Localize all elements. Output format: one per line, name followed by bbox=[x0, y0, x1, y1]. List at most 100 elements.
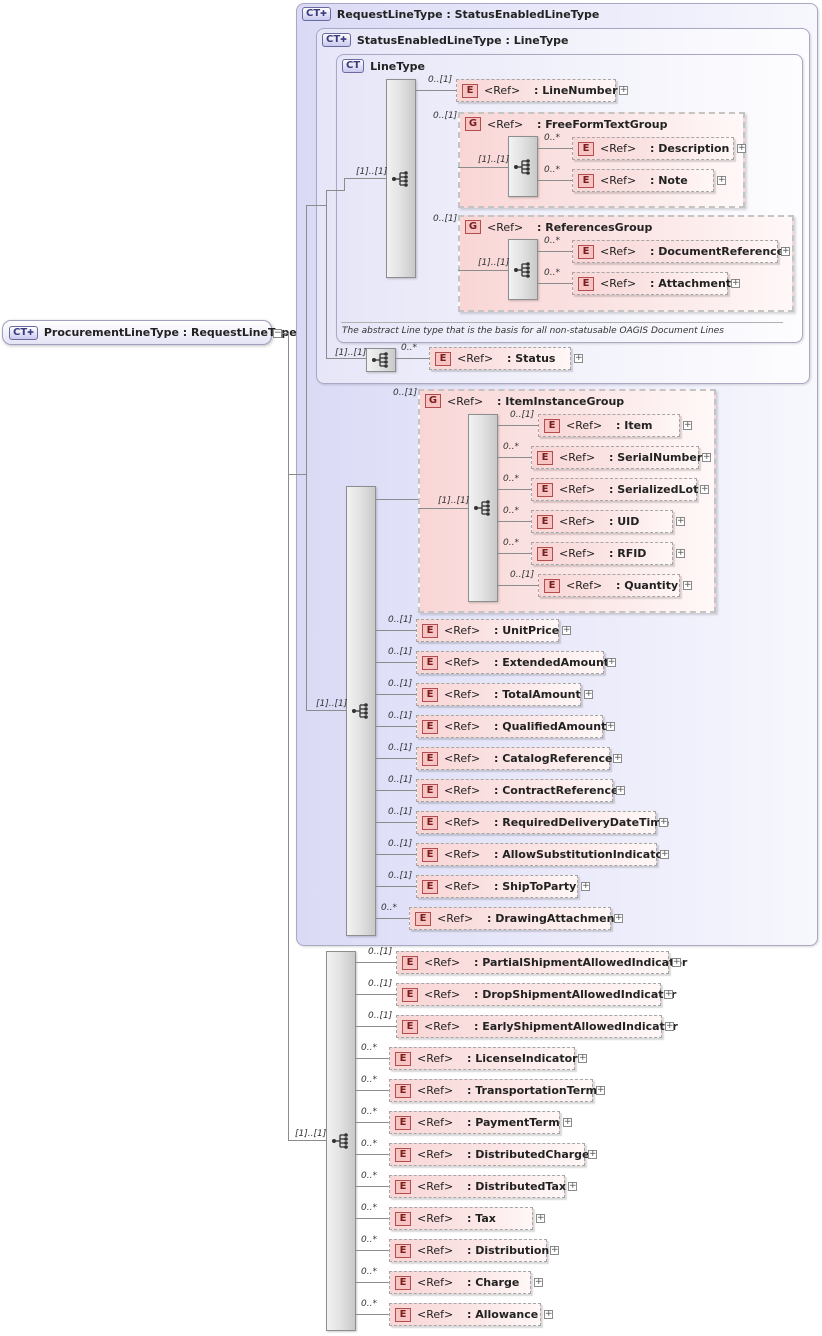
element-ref[interactable]: E<Ref>: Note bbox=[572, 169, 714, 192]
expand-icon[interactable]: + bbox=[619, 85, 628, 95]
element-ref[interactable]: E<Ref>: Status bbox=[429, 347, 571, 370]
panel-title: StatusEnabledLineType : LineType bbox=[356, 33, 569, 47]
expand-icon[interactable]: + bbox=[676, 548, 685, 558]
expand-icon[interactable]: + bbox=[737, 143, 746, 153]
expand-icon[interactable]: + bbox=[568, 1181, 577, 1191]
expand-icon[interactable]: + bbox=[544, 1309, 553, 1319]
expand-icon[interactable]: + bbox=[584, 689, 593, 699]
connector bbox=[538, 180, 572, 181]
complex-type-icon: CT✚ bbox=[302, 7, 331, 21]
element-name: : Quantity bbox=[616, 579, 679, 592]
element-icon: E bbox=[578, 276, 594, 291]
element-ref[interactable]: E<Ref>: UnitPrice bbox=[416, 619, 559, 642]
group-sequence[interactable] bbox=[508, 239, 538, 300]
cardinality: 0..* bbox=[401, 343, 417, 353]
panel-title: RequestLineType : StatusEnabledLineType bbox=[336, 7, 600, 21]
element-name: : RequiredDeliveryDateTime bbox=[494, 816, 670, 829]
ref-label: <Ref> bbox=[444, 656, 481, 669]
element-ref[interactable]: E<Ref>: UID bbox=[531, 510, 673, 533]
expand-icon[interactable]: + bbox=[574, 353, 583, 363]
element-ref[interactable]: E<Ref>: LicenseIndicator bbox=[389, 1047, 578, 1070]
expand-icon[interactable]: + bbox=[660, 849, 669, 859]
expand-icon[interactable]: + bbox=[596, 1085, 605, 1095]
expand-icon[interactable]: + bbox=[536, 1213, 545, 1223]
group-sequence[interactable] bbox=[468, 414, 498, 602]
element-icon: E bbox=[402, 987, 418, 1002]
expand-icon[interactable]: + bbox=[717, 175, 726, 185]
element-ref[interactable]: E<Ref>: ContractReference bbox=[416, 779, 618, 802]
element-ref[interactable]: E<Ref>: DistributedTax bbox=[389, 1175, 566, 1198]
element-ref[interactable]: E<Ref>: LineNumber bbox=[456, 79, 618, 102]
sequence-icon bbox=[372, 352, 388, 368]
request-line-sequence[interactable] bbox=[346, 486, 376, 936]
element-ref[interactable]: E<Ref>: Charge bbox=[389, 1271, 531, 1294]
element-ref[interactable]: E<Ref>: RequiredDeliveryDateTime bbox=[416, 811, 669, 834]
element-ref[interactable]: E<Ref>: DocumentReference bbox=[572, 240, 784, 263]
status-sequence[interactable] bbox=[366, 348, 396, 372]
element-ref[interactable]: E<Ref>: AllowSubstitutionIndicator bbox=[416, 843, 668, 866]
ref-label: <Ref> bbox=[447, 394, 484, 408]
expand-icon[interactable]: + bbox=[534, 1277, 543, 1287]
sequence-icon bbox=[474, 500, 490, 516]
element-ref[interactable]: E<Ref>: Distribution bbox=[389, 1239, 549, 1262]
line-sequence[interactable] bbox=[386, 79, 416, 278]
group-free-form-text[interactable] bbox=[458, 112, 745, 208]
element-ref[interactable]: E<Ref>: ShipToParty bbox=[416, 875, 578, 898]
element-ref[interactable]: E<Ref>: RFID bbox=[531, 542, 673, 565]
expand-icon[interactable]: + bbox=[676, 516, 685, 526]
expand-icon[interactable]: + bbox=[659, 817, 668, 827]
expand-icon[interactable]: + bbox=[550, 1245, 559, 1255]
expand-icon[interactable]: + bbox=[578, 1053, 587, 1063]
root-complex-type[interactable]: CT✚ ProcurementLineType : RequestLineTyp… bbox=[2, 320, 297, 345]
expand-icon[interactable]: + bbox=[664, 989, 673, 999]
expand-icon[interactable]: + bbox=[665, 1021, 674, 1031]
element-ref[interactable]: E<Ref>: TotalAmount bbox=[416, 683, 581, 706]
expand-icon[interactable]: + bbox=[731, 278, 740, 288]
expand-icon[interactable]: + bbox=[563, 1117, 572, 1127]
element-ref[interactable]: E<Ref>: PaymentTerm bbox=[389, 1111, 560, 1134]
element-ref[interactable]: E<Ref>: Item bbox=[538, 414, 680, 437]
group-sequence[interactable] bbox=[508, 136, 538, 197]
expand-icon[interactable]: + bbox=[672, 957, 681, 967]
sequence-icon bbox=[352, 703, 368, 719]
element-ref[interactable]: E<Ref>: SerializedLot bbox=[531, 478, 698, 501]
expand-icon[interactable]: + bbox=[588, 1149, 597, 1159]
element-ref[interactable]: E<Ref>: TransportationTerm bbox=[389, 1079, 597, 1102]
element-ref[interactable]: E<Ref>: CatalogReference bbox=[416, 747, 612, 770]
element-ref[interactable]: E<Ref>: Description bbox=[572, 137, 734, 160]
expand-icon[interactable]: + bbox=[683, 580, 692, 590]
element-ref[interactable]: E<Ref>: DistributedCharge bbox=[389, 1143, 590, 1166]
element-ref[interactable]: E<Ref>: Tax bbox=[389, 1207, 533, 1230]
element-ref[interactable]: E<Ref>: DropShipmentAllowedIndicator bbox=[396, 983, 677, 1006]
cardinality: 0..[1] bbox=[388, 679, 413, 689]
element-ref[interactable]: E<Ref>: EarlyShipmentAllowedIndicator bbox=[396, 1015, 678, 1038]
procurement-line-sequence[interactable] bbox=[326, 951, 356, 1331]
connector bbox=[498, 553, 531, 554]
expand-icon[interactable]: + bbox=[607, 657, 616, 667]
expand-icon[interactable]: + bbox=[700, 484, 709, 494]
element-ref[interactable]: E<Ref>: ExtendedAmount bbox=[416, 651, 609, 674]
expand-icon[interactable]: + bbox=[581, 881, 590, 891]
element-ref[interactable]: E<Ref>: SerialNumber bbox=[531, 446, 702, 469]
connector bbox=[326, 358, 366, 359]
element-ref[interactable]: E<Ref>: Attachment bbox=[572, 272, 731, 295]
expand-icon[interactable]: + bbox=[562, 625, 571, 635]
expand-icon[interactable]: + bbox=[781, 246, 790, 256]
collapse-icon[interactable]: − bbox=[273, 328, 282, 338]
element-ref[interactable]: E<Ref>: QualifiedAmount bbox=[416, 715, 606, 738]
expand-icon[interactable]: + bbox=[683, 420, 692, 430]
expand-icon[interactable]: + bbox=[613, 753, 622, 763]
expand-icon[interactable]: + bbox=[616, 785, 625, 795]
ref-label: <Ref> bbox=[424, 1020, 461, 1033]
element-ref[interactable]: E<Ref>: DrawingAttachment bbox=[409, 907, 620, 930]
expand-icon[interactable]: + bbox=[606, 721, 615, 731]
element-name: : ContractReference bbox=[494, 784, 619, 797]
connector bbox=[306, 205, 326, 206]
element-ref[interactable]: E<Ref>: Allowance bbox=[389, 1303, 541, 1326]
group-name: : ItemInstanceGroup bbox=[497, 394, 625, 408]
element-ref[interactable]: E<Ref>: Quantity bbox=[538, 574, 680, 597]
expand-icon[interactable]: + bbox=[614, 913, 623, 923]
expand-icon[interactable]: + bbox=[702, 452, 711, 462]
element-ref[interactable]: E<Ref>: PartialShipmentAllowedIndicator bbox=[396, 951, 687, 974]
element-icon: E bbox=[422, 879, 438, 894]
